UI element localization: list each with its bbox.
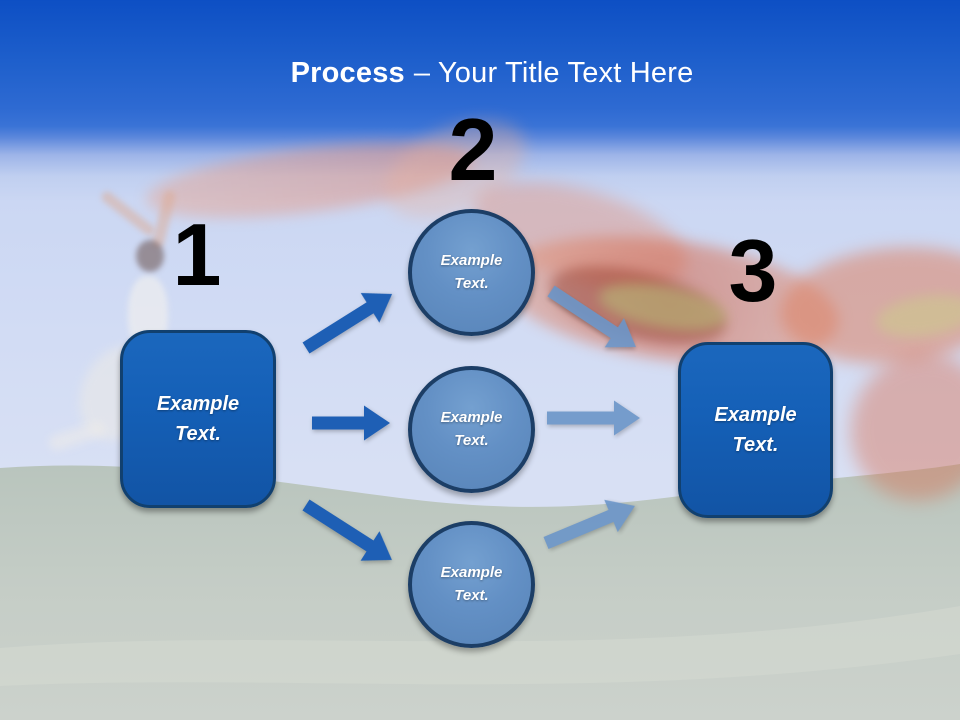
process-box-step1-label: Example Text.: [156, 393, 240, 445]
process-circle-middle-label: Example Text.: [440, 409, 503, 449]
process-circle-top: Example Text.: [408, 209, 535, 336]
step-number-3: 3: [728, 221, 778, 320]
slide-title: Process– Your Title Text Here: [12, 57, 960, 90]
process-circle-top-label: Example Text.: [440, 252, 503, 292]
arrow-left-up: [302, 293, 393, 354]
arrow-left-down: [302, 499, 392, 561]
arrow-right-up: [543, 499, 635, 550]
arrow-right-down: [547, 285, 636, 348]
arrow-left-mid: [312, 405, 390, 441]
process-box-step1: Example Text.: [120, 330, 276, 508]
process-circle-middle: Example Text.: [408, 366, 535, 493]
step-number-2: 2: [448, 100, 498, 199]
process-circle-bottom-label: Example Text.: [440, 564, 503, 604]
slide-title-rest: – Your Title Text Here: [413, 57, 694, 89]
process-box-step3: Example Text.: [678, 342, 833, 518]
process-box-step3-label: Example Text.: [714, 404, 797, 456]
arrow-right-mid: [547, 400, 640, 436]
step-number-1: 1: [172, 205, 222, 304]
slide-title-emphasis: Process: [290, 57, 405, 89]
process-circle-bottom: Example Text.: [408, 521, 535, 648]
